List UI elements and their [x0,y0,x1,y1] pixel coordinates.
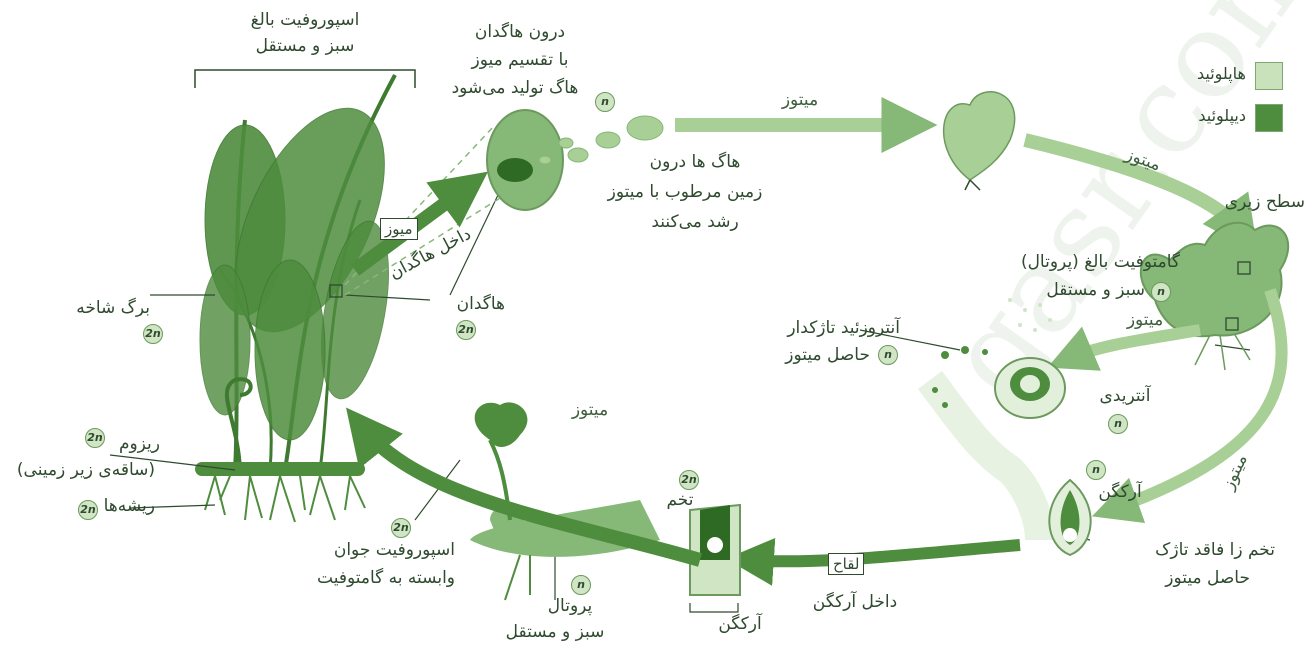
rhizome-sublabel: (ساقه‌ی زیر زمینی) [0,458,155,482]
egg-text-2: حاصل میتوز [1140,566,1250,590]
archegonium-right-label: آرکگن [1085,480,1155,504]
spores-text-3: رشد می‌کنند [610,210,780,234]
young-gametophyte [944,92,1015,190]
sporangium-graphic [487,110,563,210]
zygote-label: تخم [660,488,700,512]
prothallus-text-2: سبز و مستقل [500,620,610,644]
fern-sporophyte [200,75,415,470]
gametophyte-text-1: گامتوفیت بالغ (پروتال) [995,250,1180,274]
sperm-dots [1008,298,1052,332]
sporophyte-subtitle: سبز و مستقل [220,34,390,58]
fertilization-box: لقاح [828,553,864,575]
arrow-to-antheridium [1065,330,1200,360]
ploidy-badge-antherozoid: n [878,345,898,365]
ploidy-badge-gametophyte: n [1151,282,1171,302]
sporophyte-bracket [195,70,415,88]
rhizome [195,462,365,476]
legend-diploid-label: دیپلوئید [1150,106,1246,125]
mitosis-label-top: میتوز [760,88,840,112]
ploidy-badge-sporangium: 2n [456,320,476,340]
ploidy-badge-antheridium: n [1108,414,1128,434]
sporangium-label: هاگدان [430,292,505,316]
meiosis-text-2: با تقسیم میوز [450,48,590,72]
mitosis-label-antheridium: میتوز [1110,308,1180,332]
young-sporophyte-text-2: وابسته به گامتوفیت [290,566,455,590]
ploidy-badge-young-sporophyte: 2n [391,518,411,538]
ploidy-badge-prothallus: n [571,575,591,595]
meiosis-box: میوز [380,218,418,240]
spores-text-2: زمین مرطوب با میتوز [590,180,780,204]
ploidy-badge-spores: n [595,92,615,112]
legend-haploid-swatch [1255,62,1283,90]
rhizome-label: ریزوم [100,432,160,456]
ploidy-badge-rhizome: 2n [85,428,105,448]
lower-surface-label: سطح زیری [1210,190,1305,214]
sporophyte-title: اسپوروفیت بالغ [220,8,390,32]
egg-text-1: تخم زا فاقد تاژک [1125,538,1275,562]
archegonium-bottom-label: آرکگن [690,612,790,636]
meiosis-text-1: درون هاگدان [450,20,590,44]
meiosis-text-3: هاگ تولید می‌شود [440,76,590,100]
legend-diploid-swatch [1255,104,1283,132]
ploidy-badge-frond: 2n [143,324,163,344]
arrow-fertilization [745,545,1020,561]
legend-haploid-label: هاپلوئید [1150,64,1246,83]
antheridium-graphic [995,358,1065,418]
ploidy-badge-archegonium: n [1086,460,1106,480]
inside-archegonium-label: داخل آرکگن [795,590,915,614]
young-sporophyte-text-1: اسپوروفیت جوان [325,538,455,562]
ploidy-badge-zygote: 2n [679,470,699,490]
antherozoid-text-1: آنتروزئید تاژکدار [770,316,900,340]
mitosis-label-bottom: میتوز [555,398,625,422]
archegonium-bottom-graphic [690,505,740,595]
prothallus-text-1: پروتال [520,594,620,618]
gametophyte-text-2: سبز و مستقل [1035,278,1145,302]
ploidy-badge-roots: 2n [78,500,98,520]
frond-label: برگ شاخه [50,296,150,320]
spores-text-1: هاگ ها درون [610,150,780,174]
antheridium-label: آنتریدی [1085,384,1165,408]
fern-roots [205,476,365,522]
antherozoid-text-2: حاصل میتوز [770,343,870,367]
